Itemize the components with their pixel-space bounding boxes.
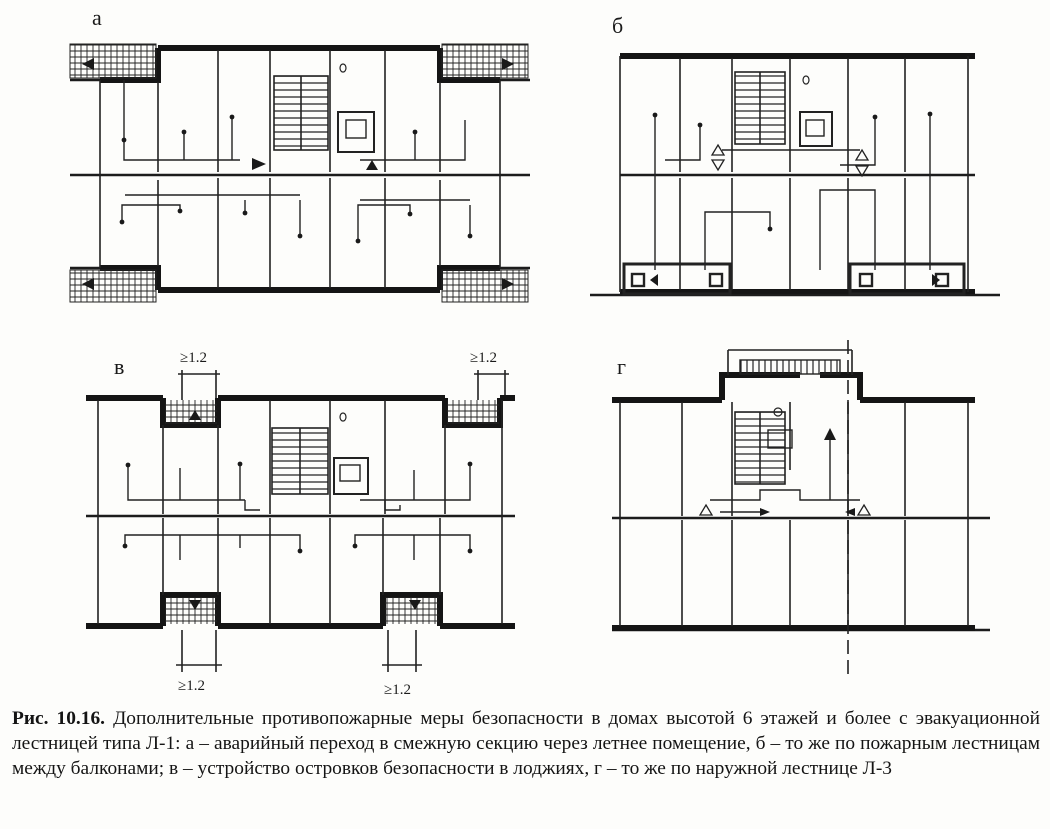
dim-label: ≥1.2 <box>180 350 207 366</box>
plan-a: а <box>69 5 530 303</box>
plan-v: в ≥1.2 ≥1.2 ≥1.2 <box>86 350 515 698</box>
loggia-hatch <box>441 269 529 303</box>
safety-island-hatch <box>447 400 499 424</box>
plan-v-letter: в <box>114 354 124 379</box>
plan-b: б <box>590 13 1000 297</box>
dim-label: ≥1.2 <box>384 682 411 698</box>
loggia-hatch <box>69 43 157 79</box>
plan-g: г <box>612 340 990 680</box>
figure-caption: Рис. 10.16. Дополнительные противопожарн… <box>12 706 1040 781</box>
loggia-hatch <box>441 43 529 79</box>
safety-island-hatch <box>165 400 217 424</box>
external-stair <box>739 359 841 375</box>
caption-text: Дополнительные противопожарные меры безо… <box>12 708 1041 779</box>
elevator <box>333 457 369 495</box>
floor-plans-figure: а <box>69 5 1000 698</box>
plan-a-letter: а <box>92 5 102 30</box>
caption-label: Рис. 10.16. <box>12 708 106 729</box>
plan-b-letter: б <box>612 13 623 38</box>
dim-label: ≥1.2 <box>178 678 205 694</box>
elevator <box>799 111 833 147</box>
elevator <box>337 111 375 153</box>
loggia-hatch <box>69 269 157 303</box>
dim-label: ≥1.2 <box>470 350 497 366</box>
plan-g-letter: г <box>617 354 626 379</box>
